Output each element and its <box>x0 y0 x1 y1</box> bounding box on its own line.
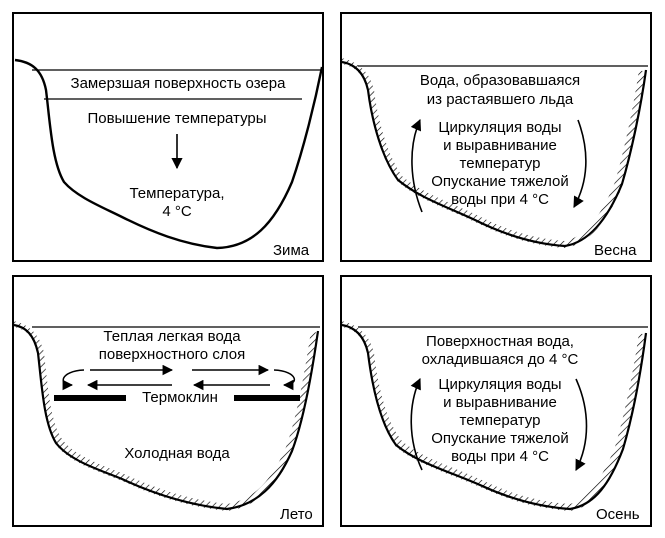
circulation-arrow-up <box>410 377 423 471</box>
temperature-value: 4 °C <box>162 203 192 220</box>
lake-basin <box>14 58 324 250</box>
season-label-spring: Весна <box>594 242 637 259</box>
autumn-lake-diagram <box>340 275 652 527</box>
circulation-arrow-down <box>575 378 588 471</box>
panel-winter: Замерзшая поверхность озера Повышение те… <box>12 12 324 262</box>
circulation-loop-left <box>62 369 85 391</box>
cold-water-label: Холодная вода <box>124 445 230 462</box>
thermocline-label: Термоклин <box>142 389 218 406</box>
panel-autumn: Поверхностная вода, охладившаяся до 4 °C… <box>340 275 652 527</box>
sinking-label-line2: воды при 4 °C <box>451 448 549 465</box>
sinking-label-line1: Опускание тяжелой <box>431 430 569 447</box>
warm-water-label-line2: поверхностного слоя <box>98 346 246 363</box>
spring-lake-diagram <box>340 12 652 262</box>
lake-basin <box>341 323 648 511</box>
circulation-label-line2: и выравнивание <box>443 394 557 411</box>
sinking-label-line2: воды при 4 °C <box>451 191 549 208</box>
lake-basin <box>341 60 648 248</box>
winter-lake-diagram <box>12 12 324 262</box>
circulation-label-line3: температур <box>459 412 541 429</box>
circulation-arrow-up <box>410 118 423 213</box>
circulation-label-line1: Циркуляция воды <box>438 119 562 136</box>
thermocline-bar-left <box>54 395 126 401</box>
season-label-autumn: Осень <box>596 506 640 523</box>
panel-spring: Вода, образовавшаяся из растаявшего льда… <box>340 12 652 262</box>
meltwater-label-line2: из растаявшего льда <box>426 91 574 108</box>
circulation-label-line3: температур <box>459 155 541 172</box>
surface-water-label-line2: охладившаяся до 4 °C <box>421 351 579 368</box>
sinking-label-line1: Опускание тяжелой <box>431 173 569 190</box>
panel-frame <box>12 12 324 262</box>
summer-lake-diagram <box>12 275 324 527</box>
lake-basin <box>13 323 320 511</box>
warm-water-label-line1: Теплая легкая вода <box>103 328 241 345</box>
meltwater-label-line1: Вода, образовавшаяся <box>419 72 581 89</box>
ice-surface-label: Замерзшая поверхность озера <box>70 75 286 92</box>
thermocline-bar-right <box>234 395 300 401</box>
season-label-winter: Зима <box>273 242 310 259</box>
temp-rise-label: Повышение температуры <box>87 110 267 127</box>
shore-hatching <box>14 321 318 511</box>
panel-summer: Теплая легкая вода поверхностного слоя Т… <box>12 275 324 527</box>
circulation-arrow-down <box>573 119 587 208</box>
surface-water-label-line1: Поверхностная вода, <box>426 333 574 350</box>
circulation-loop-right <box>273 369 295 391</box>
circulation-label-line2: и выравнивание <box>443 137 557 154</box>
circulation-label-line1: Циркуляция воды <box>438 376 562 393</box>
temperature-label: Температура, <box>129 185 225 202</box>
season-label-summer: Лето <box>280 506 313 523</box>
